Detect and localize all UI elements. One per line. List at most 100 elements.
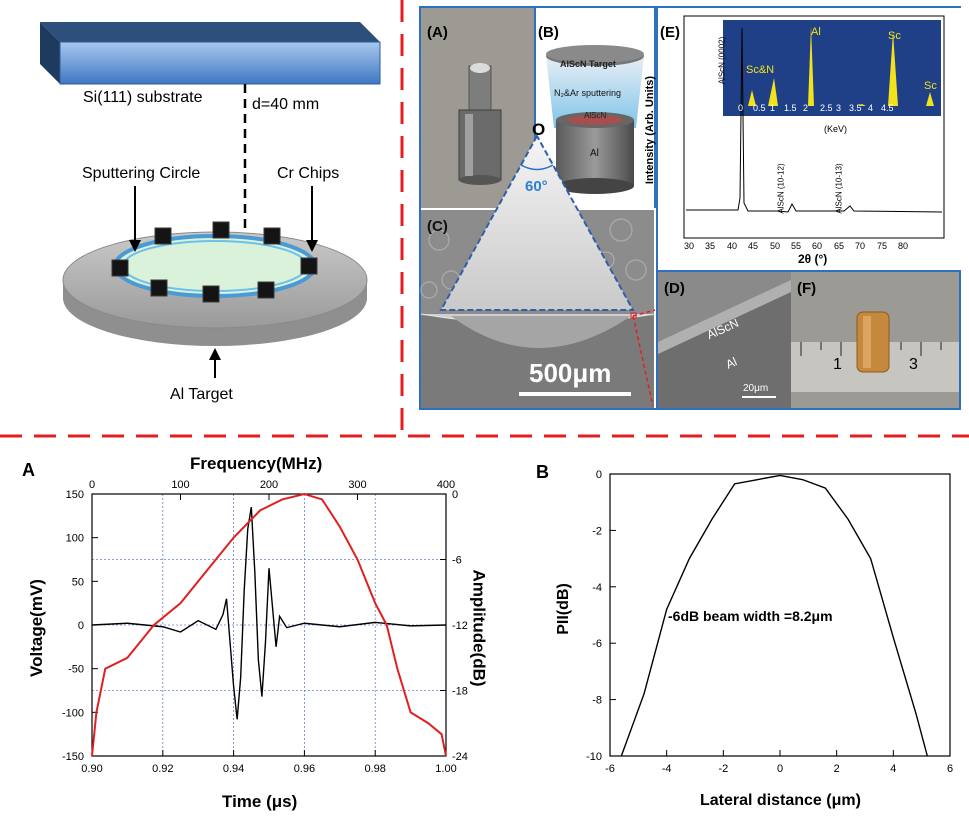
amplitude-series-line [91,492,447,757]
scale-500: 500μm [529,358,612,388]
svg-text:4.5: 4.5 [881,103,894,113]
y-tick-label: 100 [66,533,84,545]
svg-text:1.5: 1.5 [784,103,797,113]
svg-text:1: 1 [770,103,775,113]
sputter-schematic: Si(111) substrate d=40 mm Sputtering Cir… [0,0,400,430]
svg-text:3.5: 3.5 [849,103,862,113]
al-target-label: Al Target [170,386,233,403]
y-tick-label: 0 [78,620,84,632]
svg-text:40: 40 [727,241,737,251]
ruler-photo [791,311,959,392]
peak-0002: AlScN (0002) [717,36,727,85]
peak-1012: AlScN (10-12) [776,163,786,214]
top-tick-label: 400 [437,479,455,491]
target-text: AlScN Target [560,59,616,69]
top-tick-label: 200 [260,479,278,491]
label-a: (A) [427,24,448,41]
chart-a-xlabel: Time (μs) [222,792,298,811]
eds-sc1: Sc [888,30,901,42]
photo-f: (F) 1 3 [791,272,959,408]
distance-label: d=40 mm [252,96,320,113]
panel-a-label: A [22,460,35,480]
cr-chips-label: Cr Chips [277,165,340,182]
film-text: AlScN [584,111,607,120]
scale-bar-20 [742,396,776,398]
svg-text:2.5: 2.5 [820,103,833,113]
ruler-1: 1 [833,356,842,373]
sputter-drawing [40,22,381,378]
substrate-label: Si(111) substrate [83,89,203,106]
svg-text:2: 2 [803,103,808,113]
sputtering-circle-label: Sputtering Circle [82,165,201,182]
right-tick-label: -6 [452,555,462,567]
svg-text:0: 0 [738,103,743,113]
svg-text:70: 70 [855,241,865,251]
top-tick-label: 300 [348,479,366,491]
photo-d: (D) AlScN Al 20μm [656,272,793,408]
cone-apex: O [532,120,546,139]
x-tick-label: 6 [947,763,953,775]
svg-text:80: 80 [898,241,908,251]
xrd-xlabel: 2θ (°) [798,252,828,266]
right-tick-label: 0 [452,489,458,501]
sem-texture [420,218,655,408]
x-tick-label: 0.96 [294,763,315,775]
y-tick-label: -6 [592,638,602,650]
x-tick-label: 0.94 [223,763,244,775]
svg-text:50: 50 [770,241,780,251]
label-e: (E) [660,24,680,41]
cr-chips [111,221,318,303]
x-tick-label: 1.00 [435,763,456,775]
label-c: (C) [427,218,448,235]
top-tick-label: 100 [171,479,189,491]
label-b: (B) [538,24,559,41]
y-tick-label: -100 [62,707,84,719]
cone-angle: 60° [525,178,548,195]
y-tick-label: -2 [592,525,602,537]
svg-text:60: 60 [812,241,822,251]
sputter-text: N₂&Ar sputtering [554,88,622,98]
y-tick-label: 150 [66,489,84,501]
svg-text:0.5: 0.5 [753,103,766,113]
right-tick-label: -18 [452,686,468,698]
chart-a-ylabel: Voltage(mV) [26,579,46,677]
eds-al: Al [811,26,821,38]
xrd-ylabel: Intensity (Arb. Units) [644,75,657,185]
x-tick-label: -4 [662,763,672,775]
y-tick-label: -150 [62,751,84,763]
peak-1013: AlScN (10-13) [834,163,844,214]
sem-cross-section [658,280,791,408]
chart-a-top-xlabel: Frequency(MHz) [190,454,323,473]
y-tick-label: 0 [596,469,602,481]
svg-text:35: 35 [705,241,715,251]
x-tick-label: 0 [777,763,783,775]
xrd-spectrum [686,27,943,213]
y-tick-label: -4 [592,582,602,594]
label-d: (D) [664,280,685,297]
x-tick-label: -6 [605,763,615,775]
label-f: (F) [797,280,817,297]
ruler-3: 3 [909,356,918,373]
svg-text:75: 75 [877,241,887,251]
eds-sc2: Sc [924,80,937,92]
x-tick-label: 2 [834,763,840,775]
zoom-connector [630,309,656,407]
pii-series-line [620,474,929,757]
y-tick-label: 50 [72,576,84,588]
substrate-top [40,22,380,42]
voltage-series-line [91,506,447,720]
y-tick-label: -8 [592,695,602,707]
svg-text:65: 65 [834,241,844,251]
eds-xlabel: (KeV) [824,124,848,134]
scale-bar-500 [519,392,631,396]
right-tick-label: -24 [452,751,468,763]
chart-b-xlabel: Lateral distance (μm) [700,792,861,809]
svg-text:3: 3 [836,103,841,113]
